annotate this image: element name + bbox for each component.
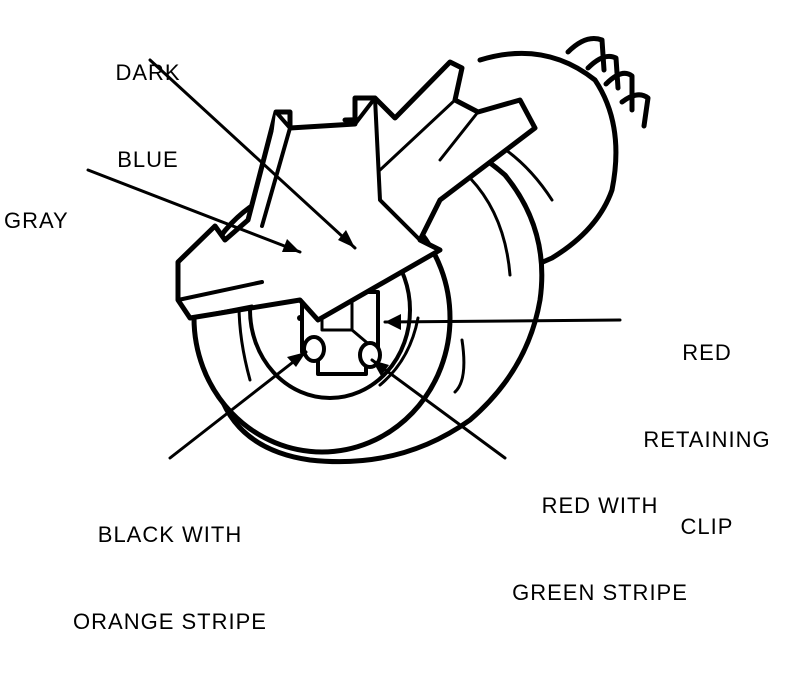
label-dark-blue-line1: DARK [115,60,181,85]
label-black-with-orange-stripe: BLACK WITH ORANGE STRIPE [50,462,290,694]
arrowhead-dark-blue [338,230,355,248]
leader-red-retaining-clip [383,318,622,324]
leader-black-with-orange-stripe [168,350,308,460]
label-dark-blue-line2: BLUE [117,147,179,172]
label-red-with-green-stripe-line2: GREEN STRIPE [512,580,688,605]
leader-arrowheads [282,230,401,376]
label-dark-blue: DARK BLUE [103,0,193,232]
leader-red-with-green-stripe [370,358,507,460]
arrowhead-red-with-green-stripe [372,360,389,376]
label-red-retaining-clip-line1: RED [682,340,732,365]
arrowhead-gray [282,239,300,252]
label-black-with-orange-stripe-line2: ORANGE STRIPE [73,609,267,634]
label-red-retaining-clip-line2: RETAINING [643,427,771,452]
connector-illustration [86,36,651,465]
connector-diagram: DARK BLUE GRAY RED RETAINING CLIP RED WI… [4,0,771,634]
label-gray: GRAY [4,148,69,293]
leader-gray [86,168,302,254]
rear-terminal-wires [565,36,651,129]
locking-latch [175,59,538,323]
leader-dark-blue [148,58,357,250]
leader-lines [86,58,622,460]
label-gray-text: GRAY [4,208,69,233]
terminal-bottom-left [302,335,326,363]
label-red-with-green-stripe-line1: RED WITH [541,493,659,518]
label-black-with-orange-stripe-line1: BLACK WITH [97,522,243,547]
arrowhead-red-retaining-clip [385,314,401,330]
label-red-with-green-stripe: RED WITH GREEN STRIPE [500,433,700,665]
arrowhead-black-with-orange-stripe [287,352,306,367]
